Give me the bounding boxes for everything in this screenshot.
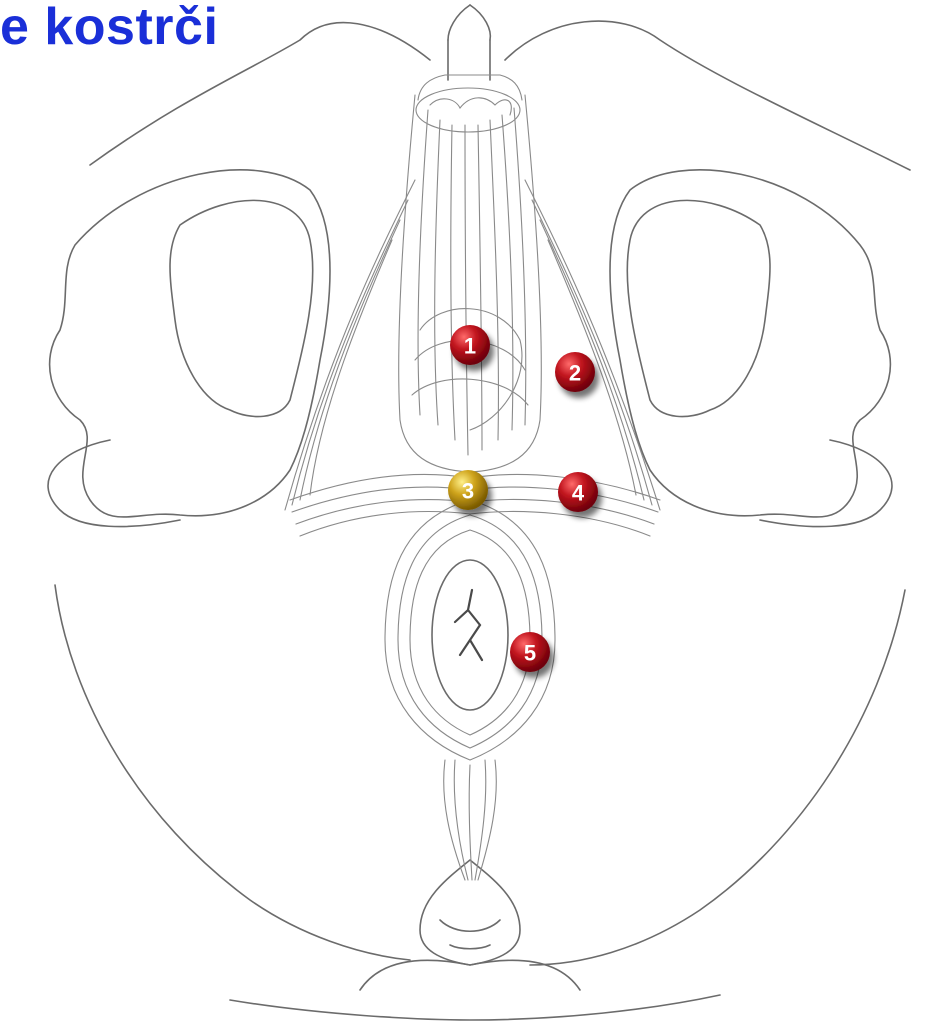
marker-2-label: 2 xyxy=(569,361,581,386)
marker-3-label: 3 xyxy=(462,479,474,504)
marker-5-label: 5 xyxy=(524,641,536,666)
marker-2: 2 xyxy=(555,352,595,392)
marker-1: 1 xyxy=(450,325,490,365)
right-ischium xyxy=(610,170,890,517)
right-obturator-foramen xyxy=(627,200,770,416)
left-obturator-foramen xyxy=(170,200,313,416)
left-pubic-arch xyxy=(90,23,430,165)
right-pubic-arch xyxy=(505,21,910,170)
right-outer-contour xyxy=(530,590,905,965)
marker-4: 4 xyxy=(558,472,598,512)
anus-opening xyxy=(432,560,508,710)
marker-3: 3 xyxy=(448,470,488,510)
left-ischium xyxy=(50,170,330,517)
bottom-contour xyxy=(230,995,720,1020)
marker-5: 5 xyxy=(510,632,550,672)
marker-1-label: 1 xyxy=(464,334,476,359)
markers-layer: 1 2 3 4 5 xyxy=(448,325,598,672)
left-outer-contour xyxy=(55,585,410,960)
marker-4-label: 4 xyxy=(572,481,585,506)
